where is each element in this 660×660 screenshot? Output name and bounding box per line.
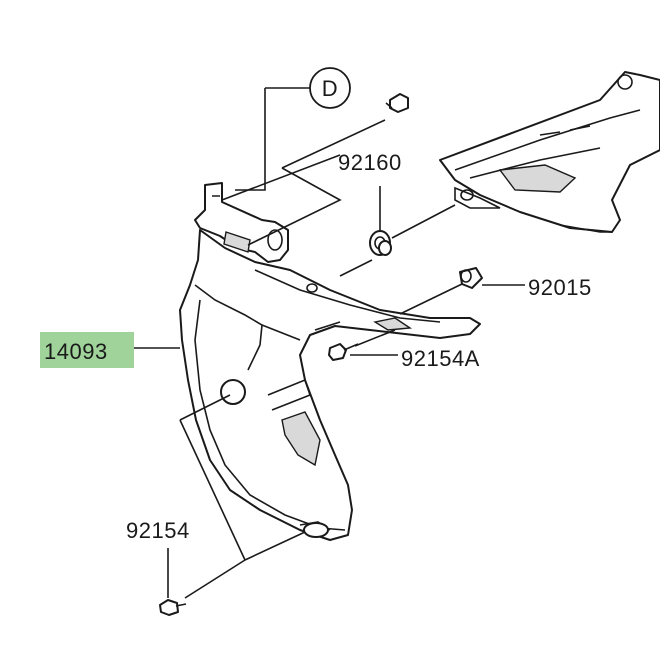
part-label-92160: 92160: [338, 150, 402, 175]
part-label-14093: 14093: [44, 339, 108, 364]
grommet-part: [369, 230, 392, 256]
upper-body-panel: [439, 71, 660, 233]
bolt-top: [385, 93, 409, 113]
part-label-92015: 92015: [528, 275, 592, 300]
bolt-a-part: [328, 343, 359, 361]
bolt-part: [159, 599, 187, 616]
part-label-92154: 92154: [126, 518, 190, 543]
leader-lines: [133, 87, 525, 599]
main-cover-part: [179, 182, 481, 541]
collar-part: [459, 267, 483, 289]
part-label-92154a: 92154A: [401, 346, 480, 371]
callout-d: D: [309, 67, 351, 109]
callout-d-letter: D: [322, 76, 338, 101]
part-highlight-box: [40, 332, 134, 368]
